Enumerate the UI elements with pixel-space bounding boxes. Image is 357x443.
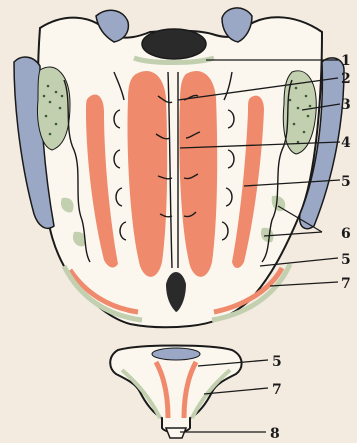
label-7a: 7 <box>341 276 351 292</box>
label-5a: 5 <box>341 174 351 190</box>
label-5c: 5 <box>272 354 282 370</box>
label-1: 1 <box>341 53 351 69</box>
label-2: 2 <box>341 71 351 87</box>
label-4: 4 <box>341 135 351 151</box>
spinal-canal <box>142 29 206 59</box>
label-3: 3 <box>341 97 351 113</box>
label-7b: 7 <box>272 382 282 398</box>
label-5b: 5 <box>341 252 351 268</box>
label-6: 6 <box>341 226 351 242</box>
fat-pad-left <box>38 67 70 150</box>
label-8: 8 <box>270 426 280 442</box>
coccyx-tip <box>166 428 186 438</box>
coccyx-ligament <box>152 348 200 360</box>
